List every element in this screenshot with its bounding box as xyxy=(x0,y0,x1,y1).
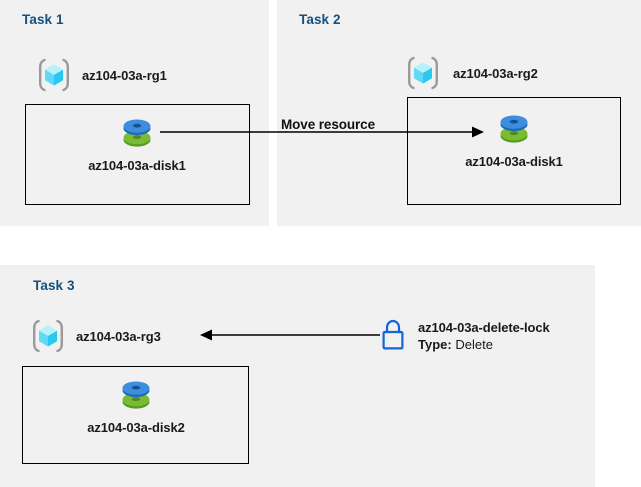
resource-group-boundary-task-2 xyxy=(407,97,621,205)
resource-group-label-task-2: az104-03a-rg2 xyxy=(453,65,538,81)
resource-group-boundary-task-3 xyxy=(22,366,249,464)
resource-group-cube-icon xyxy=(36,57,72,93)
resource-label-disk-task-2: az104-03a-disk1 xyxy=(465,154,563,169)
panel-title-task-2: Task 2 xyxy=(299,12,341,27)
delete-lock-text: az104-03a-delete-lock Type: Delete xyxy=(418,320,550,353)
managed-disk-icon xyxy=(66,374,206,416)
delete-lock-type: Type: Delete xyxy=(418,337,550,353)
panel-task-2: Task 2 xyxy=(277,0,641,226)
resource-group-cube-icon xyxy=(30,318,66,354)
delete-lock-name: az104-03a-delete-lock xyxy=(418,320,550,335)
managed-disk-icon xyxy=(67,112,207,154)
resource-group-task-1: az104-03a-rg1 xyxy=(36,57,167,93)
resource-group-label-task-3: az104-03a-rg3 xyxy=(76,328,161,344)
resource-label-disk-task-3: az104-03a-disk2 xyxy=(87,420,185,435)
resource-group-cube-icon xyxy=(405,55,441,91)
panel-task-3: Task 3 xyxy=(0,265,595,487)
resource-node-disk-task-1: az104-03a-disk1 xyxy=(67,112,207,173)
delete-lock-group: az104-03a-delete-lock Type: Delete xyxy=(378,318,550,353)
panel-title-task-3: Task 3 xyxy=(33,278,75,293)
resource-group-task-2: az104-03a-rg2 xyxy=(405,55,538,91)
delete-lock-type-label: Type: xyxy=(418,337,452,352)
resource-group-boundary-task-1 xyxy=(25,104,250,205)
managed-disk-icon xyxy=(444,108,584,150)
move-resource-arrow xyxy=(160,126,484,138)
resource-group-label-task-1: az104-03a-rg1 xyxy=(82,67,167,83)
padlock-icon xyxy=(378,318,408,352)
delete-lock-arrow xyxy=(200,329,380,341)
resource-label-disk-task-1: az104-03a-disk1 xyxy=(88,158,186,173)
move-resource-label: Move resource xyxy=(281,117,375,132)
resource-node-disk-task-2: az104-03a-disk1 xyxy=(444,108,584,169)
panel-task-1: Task 1 az104-03a-rg1 xyxy=(0,0,269,226)
resource-node-disk-task-3: az104-03a-disk2 xyxy=(66,374,206,435)
delete-lock-type-value: Delete xyxy=(455,337,493,352)
panel-title-task-1: Task 1 xyxy=(22,12,64,27)
resource-group-task-3: az104-03a-rg3 xyxy=(30,318,161,354)
